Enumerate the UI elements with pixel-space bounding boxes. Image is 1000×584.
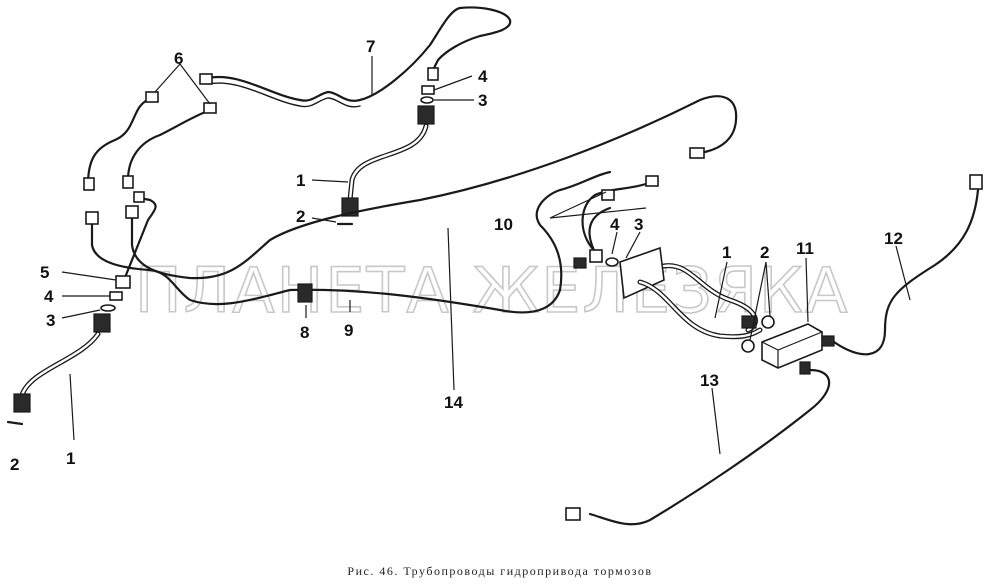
tee-block-11-port-bottom [799,361,811,375]
bracket-nut-left [573,257,587,269]
leader-lines [61,56,911,455]
pipe-10a-fitting [645,175,659,187]
hose-1-top [347,123,429,203]
part-2-right-a [761,315,775,329]
watermark: ПЛАНЕТА ЖЕЛЕЗЯКА [135,254,849,327]
figure-caption: Рис. 46. Трубопроводы гидропривода тормо… [347,564,653,578]
part-2-left [6,420,24,426]
label-3-left: 3 [46,311,55,330]
label-4-top: 4 [478,67,488,86]
pipe-14-start-fitting [125,205,139,219]
part-5-fitting [115,275,131,289]
label-7: 7 [366,37,375,56]
label-3-top: 3 [478,91,487,110]
part-3-left [100,304,116,312]
part-4-right [589,249,603,263]
clip-8 [297,283,313,303]
pipe-6b-fitting-top [203,102,217,114]
pipe-6b [126,108,212,182]
pipe-10b-fitting [601,189,615,201]
pipe-6b-fitting-bottom [122,175,134,189]
pipe-9 [90,170,612,314]
hose-1-left [19,331,101,398]
pipe-14 [130,95,738,280]
label-9: 9 [344,321,353,340]
pipe-6a-fitting-top [145,91,159,103]
label-4-left: 4 [44,287,54,306]
pipe-7-fitting [199,73,213,85]
part-2-right-b [741,339,755,353]
pipe-7-end-fitting [427,67,439,81]
pipe-9-start-fitting [85,211,99,225]
pipe-14-end-fitting [689,147,705,159]
label-5: 5 [40,263,49,282]
pipe-12-fitting [969,174,983,190]
pipe-10a [581,180,654,250]
pipe-7 [206,6,512,102]
label-1-right: 1 [722,243,731,262]
label-13: 13 [700,371,719,390]
pipe-6a [86,96,154,187]
pipe-13 [588,368,831,526]
label-6: 6 [174,49,183,68]
part-4-left [109,291,123,301]
label-11: 11 [796,239,814,258]
hose-1-left-upper-fitting [93,313,111,333]
label-2-right: 2 [760,243,769,262]
pipe-12 [832,188,980,356]
label-8: 8 [300,323,309,342]
tee-block-11 [761,323,823,369]
tee-block-11-port-right [821,335,835,347]
label-10: 10 [494,215,513,234]
label-1-left: 1 [66,449,75,468]
label-12: 12 [884,229,903,248]
pipe-5-branch [122,196,157,282]
hose-bracket [619,246,665,300]
part-3-top [420,96,434,104]
hose-1-left-lower-fitting [13,393,31,413]
label-3-right: 3 [634,215,643,234]
label-1-top: 1 [296,171,305,190]
pipe-13-fitting [565,507,581,521]
label-2-top: 2 [296,207,305,226]
label-14: 14 [444,393,463,412]
part-3-right [605,257,619,267]
part-4-top [421,85,435,95]
label-4-right: 4 [610,215,620,234]
pipe-5-top-fitting [133,191,145,203]
pipe-6a-fitting-bottom [83,177,95,191]
label-2-left: 2 [10,455,19,474]
hose-1-top-upper-fitting [417,105,435,125]
